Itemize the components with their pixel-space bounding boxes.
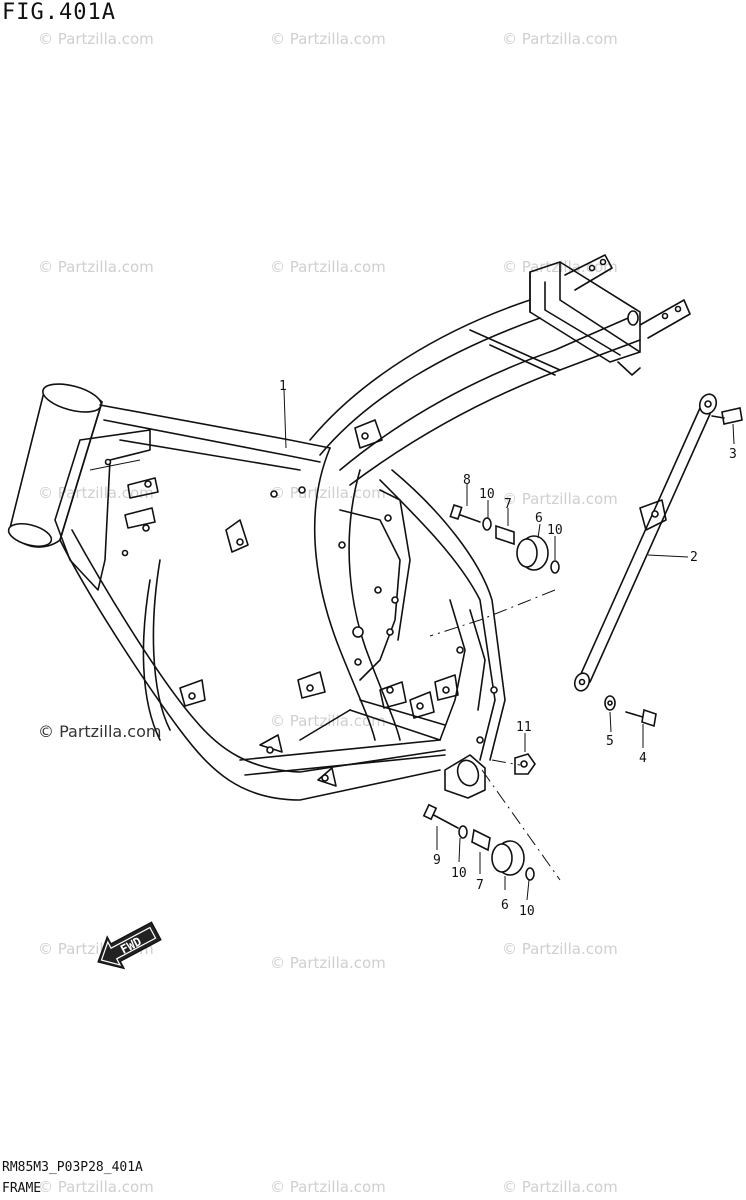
- callout-10-c: 10: [451, 866, 467, 881]
- callout-10-a: 10: [479, 487, 495, 502]
- callout-10-b: 10: [547, 523, 563, 538]
- watermark: © Partzilla.com: [502, 490, 618, 508]
- diagram-name: FRAME: [2, 1181, 42, 1196]
- callout-6-lower: 6: [501, 898, 509, 913]
- diagram-code: RM85M3_P03P28_401A: [2, 1160, 143, 1175]
- watermark: © Partzilla.com: [502, 30, 618, 48]
- callout-leaders: [283, 389, 735, 901]
- watermark: © Partzilla.com: [270, 1178, 386, 1196]
- watermark: © Partzilla.com: [38, 30, 154, 48]
- watermark: © Partzilla.com: [270, 30, 386, 48]
- watermark: © Partzilla.com: [502, 940, 618, 958]
- callout-3: 3: [729, 447, 737, 462]
- callout-1: 1: [279, 379, 287, 394]
- figure-title: FIG.401A: [2, 0, 116, 25]
- subframe-strut: [573, 393, 718, 692]
- callout-9: 9: [433, 853, 441, 868]
- watermark: © Partzilla.com: [38, 258, 154, 276]
- watermark: © Partzilla.com: [270, 712, 386, 730]
- callout-7-upper: 7: [504, 497, 512, 512]
- callouts: 1 2 3 4 5 6 6 7 7 8 9 10 10 10 10 11: [279, 379, 737, 919]
- watermark-main: © Partzilla.com: [38, 722, 162, 741]
- callout-6-upper: 6: [535, 511, 543, 526]
- callout-2: 2: [690, 550, 698, 565]
- watermark: © Partzilla.com: [502, 1178, 618, 1196]
- frame-drawing: [7, 254, 691, 801]
- watermark: © Partzilla.com: [38, 484, 154, 502]
- watermark: © Partzilla.com: [270, 954, 386, 972]
- callout-10-d: 10: [519, 904, 535, 919]
- callout-8: 8: [463, 473, 471, 488]
- hardware-parts: [422, 407, 743, 881]
- callout-4: 4: [639, 751, 647, 766]
- watermark: © Partzilla.com: [270, 258, 386, 276]
- callout-11: 11: [516, 720, 532, 735]
- callout-5: 5: [606, 734, 614, 749]
- callout-7-lower: 7: [476, 878, 484, 893]
- watermark: © Partzilla.com: [38, 1178, 154, 1196]
- forward-arrow-icon: FWD: [97, 921, 162, 970]
